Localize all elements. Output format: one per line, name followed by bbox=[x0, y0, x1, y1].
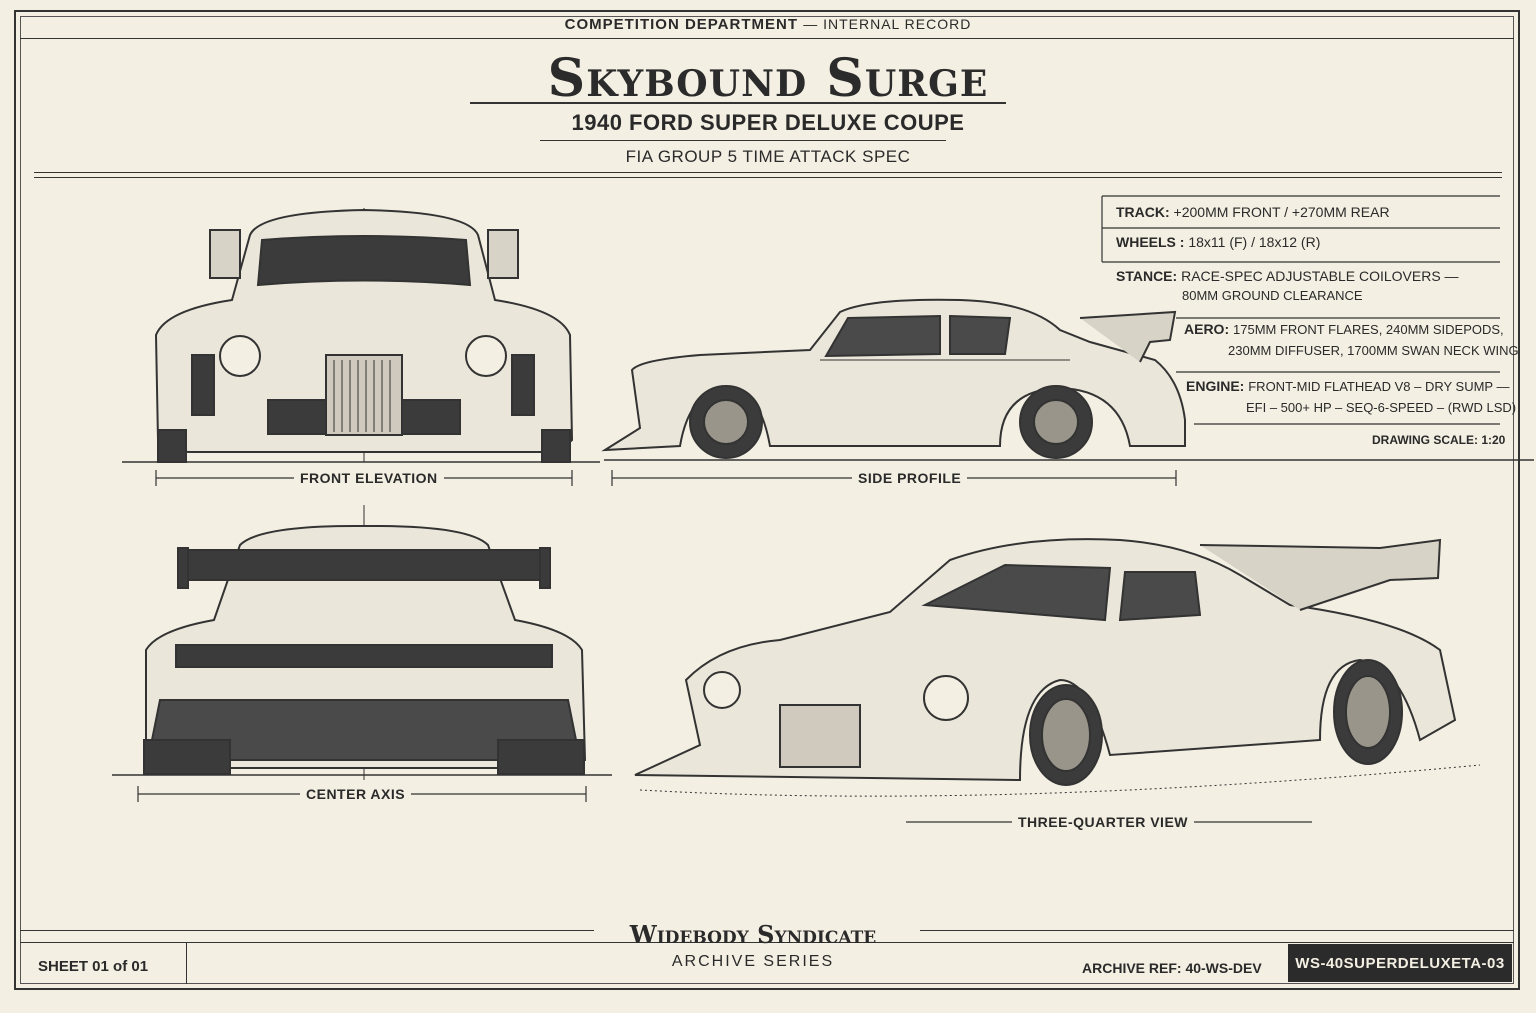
spec-engine: ENGINE: FRONT-MID FLATHEAD V8 – DRY SUMP… bbox=[1186, 378, 1510, 394]
department-label: COMPETITION DEPARTMENT bbox=[564, 16, 799, 33]
footer-rule bbox=[20, 942, 1514, 943]
side-profile-label: SIDE PROFILE bbox=[852, 470, 968, 486]
three-quarter-drawing bbox=[634, 538, 1481, 797]
spec-engine-value-2: EFI – 500+ HP – SEQ-6-SPEED – (RWD LSD) bbox=[1246, 400, 1517, 415]
spec-class: FIA GROUP 5 TIME ATTACK SPEC bbox=[625, 147, 911, 166]
front-elevation-label: FRONT ELEVATION bbox=[294, 470, 444, 486]
spec-stance-label: STANCE: bbox=[1116, 268, 1178, 284]
archive-ref: ARCHIVE REF: 40-WS-DEV bbox=[1082, 960, 1262, 976]
spec-aero-label: AERO: bbox=[1184, 321, 1230, 337]
section-rule-top-2 bbox=[34, 177, 1502, 178]
subtitle-underline bbox=[540, 140, 946, 141]
front-elevation-drawing bbox=[122, 208, 600, 463]
spec-track: TRACK: +200MM FRONT / +270MM REAR bbox=[1116, 204, 1390, 220]
spec-stance-value-2: 80MM GROUND CLEARANCE bbox=[1182, 288, 1363, 303]
three-quarter-label: THREE-QUARTER VIEW bbox=[1012, 814, 1194, 830]
spec-aero: AERO: 175MM FRONT FLARES, 240MM SIDEPODS… bbox=[1184, 321, 1504, 337]
spec-track-label: TRACK: bbox=[1116, 204, 1170, 220]
spec-stance: STANCE: RACE-SPEC ADJUSTABLE COILOVERS — bbox=[1116, 268, 1459, 284]
footer-divider bbox=[186, 942, 187, 984]
header-rule bbox=[20, 38, 1514, 39]
spec-aero-value-2: 230MM DIFFUSER, 1700MM SWAN NECK WING bbox=[1228, 343, 1519, 358]
spec-stance-value-1: RACE-SPEC ADJUSTABLE COILOVERS — bbox=[1181, 268, 1459, 284]
outer-frame bbox=[14, 10, 1520, 990]
section-rule-top bbox=[34, 172, 1502, 173]
spec-wheels-label: WHEELS : bbox=[1116, 234, 1185, 250]
page-title: Skybound Surge bbox=[547, 48, 989, 109]
record-label: INTERNAL RECORD bbox=[823, 16, 972, 32]
inner-frame bbox=[20, 16, 1514, 984]
brand-name: Widebody Syndicate bbox=[629, 920, 877, 949]
sheet-number: SHEET 01 of 01 bbox=[38, 958, 149, 975]
spec-track-value: +200MM FRONT / +270MM REAR bbox=[1173, 204, 1390, 220]
department-line: COMPETITION DEPARTMENT — INTERNAL RECORD bbox=[564, 16, 972, 33]
spec-wheels-value: 18x11 (F) / 18x12 (R) bbox=[1188, 234, 1321, 250]
spec-wheels: WHEELS : 18x11 (F) / 18x12 (R) bbox=[1116, 234, 1320, 250]
side-profile-drawing bbox=[601, 298, 1534, 461]
rear-view-drawing bbox=[112, 505, 612, 780]
title-underline bbox=[470, 102, 1006, 104]
footer-rule-left bbox=[20, 930, 594, 931]
spec-engine-label: ENGINE: bbox=[1186, 378, 1245, 394]
drawing-scale: DRAWING SCALE: 1:20 bbox=[1372, 433, 1506, 447]
ref-code-box: WS-40SUPERDELUXETA-03 bbox=[1288, 944, 1512, 982]
spec-engine-value-1: FRONT-MID FLATHEAD V8 – DRY SUMP — bbox=[1248, 379, 1510, 394]
footer-rule-right bbox=[920, 930, 1514, 931]
vehicle-subtitle: 1940 FORD SUPER DELUXE COUPE bbox=[571, 110, 965, 135]
center-axis-label: CENTER AXIS bbox=[300, 786, 412, 802]
spec-aero-value-1: 175MM FRONT FLARES, 240MM SIDEPODS, bbox=[1233, 322, 1504, 337]
archive-series: ARCHIVE SERIES bbox=[671, 953, 835, 970]
